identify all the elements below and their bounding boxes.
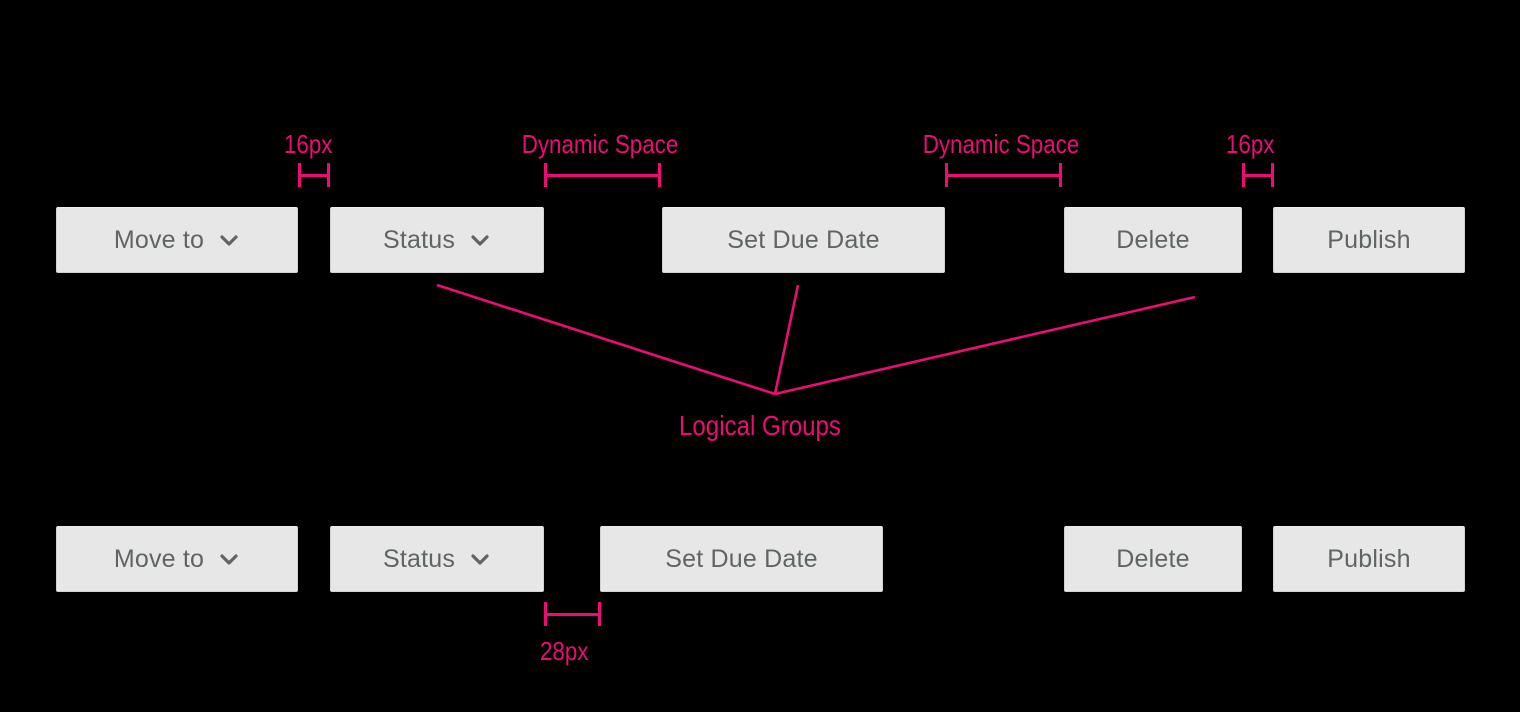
annotation-logical-groups-label: Logical Groups <box>679 410 841 441</box>
dimension-marker-dynamic-space-right <box>945 163 1062 187</box>
dimension-bar <box>298 174 330 177</box>
annotation-left-gap-label: 16px <box>284 129 333 159</box>
dimension-bar <box>544 613 601 616</box>
dimension-tick-left <box>945 163 948 187</box>
button-set-due-date-row1[interactable]: Set Due Date <box>662 207 945 273</box>
chevron-down-icon <box>218 229 240 251</box>
button-status-row1[interactable]: Status <box>330 207 544 273</box>
dimension-tick-right <box>658 163 661 187</box>
dimension-tick-right <box>1271 163 1274 187</box>
dimension-tick-right <box>327 163 330 187</box>
chevron-down-icon <box>218 548 240 570</box>
chevron-down-icon <box>469 548 491 570</box>
dimension-tick-right <box>598 602 601 626</box>
button-label: Publish <box>1327 225 1411 254</box>
annotation-dynamic-space-right-label: Dynamic Space <box>922 129 1080 159</box>
button-set-due-date-row2[interactable]: Set Due Date <box>600 526 883 592</box>
button-delete-row2[interactable]: Delete <box>1064 526 1242 592</box>
dimension-bar <box>544 174 661 177</box>
button-label: Set Due Date <box>727 225 880 254</box>
button-label: Set Due Date <box>665 544 818 573</box>
button-label: Move to <box>113 225 205 254</box>
dimension-tick-left <box>298 163 301 187</box>
annotation-dynamic-space-left-label: Dynamic Space <box>521 129 679 159</box>
button-label: Publish <box>1327 544 1411 573</box>
dimension-tick-left <box>544 602 547 626</box>
dimension-marker-dynamic-space-left <box>544 163 661 187</box>
chevron-down-icon <box>469 229 491 251</box>
dimension-marker-inner-gap <box>544 602 601 626</box>
button-delete-row1[interactable]: Delete <box>1064 207 1242 273</box>
dimension-tick-left <box>1242 163 1245 187</box>
button-label: Status <box>382 225 456 254</box>
button-publish-row2[interactable]: Publish <box>1273 526 1465 592</box>
annotation-right-gap-label: 16px <box>1226 129 1275 159</box>
button-label: Delete <box>1116 225 1190 254</box>
dimension-bar <box>1242 174 1274 177</box>
dimension-marker-left-gap <box>298 163 330 187</box>
button-status-row2[interactable]: Status <box>330 526 544 592</box>
dimension-tick-right <box>1059 163 1062 187</box>
dimension-marker-right-gap <box>1242 163 1274 187</box>
dimension-bar <box>945 174 1062 177</box>
button-move-to-row1[interactable]: Move to <box>56 207 298 273</box>
dimension-tick-left <box>544 163 547 187</box>
annotation-inner-gap-label: 28px <box>540 636 589 666</box>
button-label: Move to <box>113 544 205 573</box>
button-label: Delete <box>1116 544 1190 573</box>
button-publish-row1[interactable]: Publish <box>1273 207 1465 273</box>
button-move-to-row2[interactable]: Move to <box>56 526 298 592</box>
button-label: Status <box>382 544 456 573</box>
